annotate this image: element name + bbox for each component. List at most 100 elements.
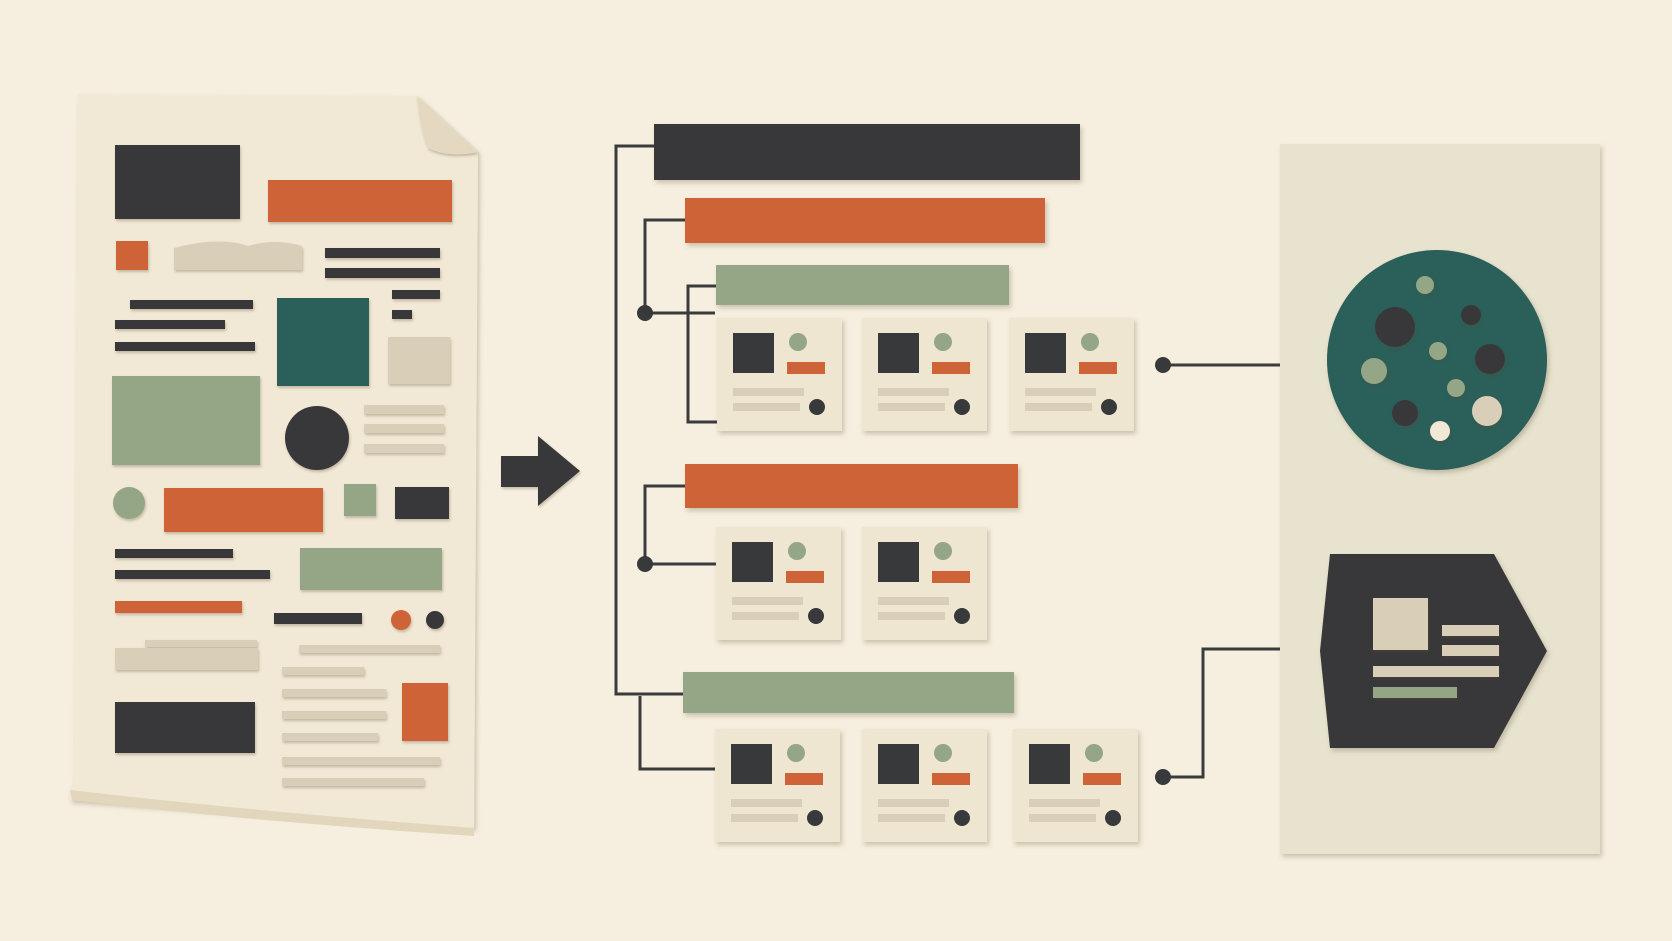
card-dot-dark bbox=[808, 608, 824, 624]
doc-line bbox=[115, 570, 270, 579]
card-line bbox=[1025, 388, 1096, 396]
doc-torn-strip bbox=[174, 241, 302, 270]
document-dogear bbox=[417, 96, 478, 155]
cluster-dot bbox=[1472, 396, 1502, 426]
cluster-dot bbox=[1430, 421, 1450, 441]
card-line bbox=[878, 597, 949, 605]
card-dot-dark bbox=[809, 399, 825, 415]
cluster-dot bbox=[1375, 307, 1415, 347]
doc-block-sage bbox=[112, 376, 260, 465]
report-thumbnail bbox=[1373, 598, 1428, 650]
card-dot-sage bbox=[787, 744, 805, 762]
card-line bbox=[1025, 403, 1092, 411]
doc-line bbox=[364, 405, 444, 414]
data-cluster-icon bbox=[1327, 250, 1547, 470]
cluster-dot bbox=[1461, 305, 1481, 325]
cluster-dot bbox=[1361, 358, 1387, 384]
doc-line bbox=[282, 733, 378, 741]
item-card bbox=[862, 729, 987, 842]
report-line bbox=[1373, 666, 1499, 677]
doc-block-dark-2 bbox=[115, 702, 255, 753]
connector-output-2 bbox=[1163, 647, 1310, 779]
card-dot-sage bbox=[934, 333, 952, 351]
doc-line bbox=[145, 640, 257, 647]
tree-headers bbox=[654, 124, 1080, 713]
doc-line bbox=[325, 248, 440, 258]
card-dot-dark bbox=[954, 399, 970, 415]
card-tag-rust bbox=[932, 773, 970, 785]
doc-square-rust-2 bbox=[402, 683, 448, 741]
item-card bbox=[1009, 318, 1134, 431]
card-thumbnail bbox=[878, 542, 919, 582]
cluster-dot bbox=[1475, 344, 1505, 374]
doc-line bbox=[274, 613, 362, 624]
doc-dot-rust bbox=[391, 610, 411, 630]
card-line bbox=[1029, 799, 1100, 807]
group-3-header-bar bbox=[683, 672, 1014, 713]
item-cards bbox=[715, 318, 1138, 842]
card-dot-dark bbox=[807, 810, 823, 826]
card-tag-rust bbox=[932, 571, 970, 583]
card-tag-rust bbox=[786, 571, 824, 583]
cluster-dot bbox=[1392, 400, 1418, 426]
connector-group-1 bbox=[643, 218, 715, 315]
connector-group-2 bbox=[643, 484, 716, 566]
connector-group-3 bbox=[638, 696, 715, 771]
document-curl bbox=[70, 790, 474, 836]
card-line bbox=[878, 403, 945, 411]
doc-square-teal bbox=[277, 298, 369, 386]
connector-trunk bbox=[614, 144, 683, 696]
cluster-dot bbox=[1429, 342, 1447, 360]
card-tag-rust bbox=[1083, 773, 1121, 785]
card-thumbnail bbox=[733, 333, 774, 373]
report-line-sage bbox=[1373, 687, 1457, 698]
doc-square-dark bbox=[395, 487, 449, 519]
card-tag-rust bbox=[785, 773, 823, 785]
card-line bbox=[878, 799, 949, 807]
card-dot-dark bbox=[954, 810, 970, 826]
doc-line bbox=[282, 778, 424, 786]
doc-line bbox=[392, 310, 412, 319]
item-card bbox=[717, 318, 842, 431]
doc-line bbox=[392, 290, 440, 299]
card-thumbnail bbox=[732, 542, 773, 582]
card-thumbnail bbox=[731, 744, 772, 784]
document-icon bbox=[69, 94, 478, 836]
card-dot-dark bbox=[1105, 810, 1121, 826]
doc-block-rust-2 bbox=[164, 488, 323, 532]
doc-circle-dark bbox=[285, 406, 349, 470]
card-line bbox=[731, 814, 798, 822]
group-2-header-bar bbox=[685, 464, 1018, 508]
tree-connectors bbox=[614, 144, 1315, 779]
doc-line bbox=[115, 549, 233, 558]
doc-line bbox=[364, 444, 444, 453]
report-content bbox=[1373, 598, 1499, 698]
doc-circle-sage bbox=[113, 487, 145, 519]
item-card bbox=[1013, 729, 1138, 842]
card-line bbox=[731, 799, 802, 807]
root-header-bar bbox=[654, 124, 1080, 180]
cluster-dots bbox=[1361, 276, 1505, 441]
subgroup-1-header-bar bbox=[716, 265, 1009, 305]
card-tag-rust bbox=[932, 362, 970, 374]
card-dot-sage bbox=[1085, 744, 1103, 762]
doc-block-sage-2 bbox=[300, 548, 442, 590]
card-line bbox=[878, 814, 945, 822]
connector-subgroup-1 bbox=[686, 284, 717, 424]
card-dot-sage bbox=[934, 542, 952, 560]
doc-square-sage bbox=[344, 484, 376, 516]
group-1-header-bar bbox=[685, 198, 1045, 243]
node-dot bbox=[1155, 357, 1171, 373]
doc-block-dark bbox=[115, 145, 240, 219]
card-line bbox=[733, 403, 800, 411]
card-dot-dark bbox=[1101, 399, 1117, 415]
card-thumbnail bbox=[878, 333, 919, 373]
card-line bbox=[1029, 814, 1096, 822]
doc-block-rust bbox=[268, 180, 452, 222]
card-line bbox=[732, 612, 799, 620]
card-line bbox=[733, 388, 804, 396]
doc-line bbox=[282, 689, 386, 697]
card-dot-sage bbox=[1081, 333, 1099, 351]
